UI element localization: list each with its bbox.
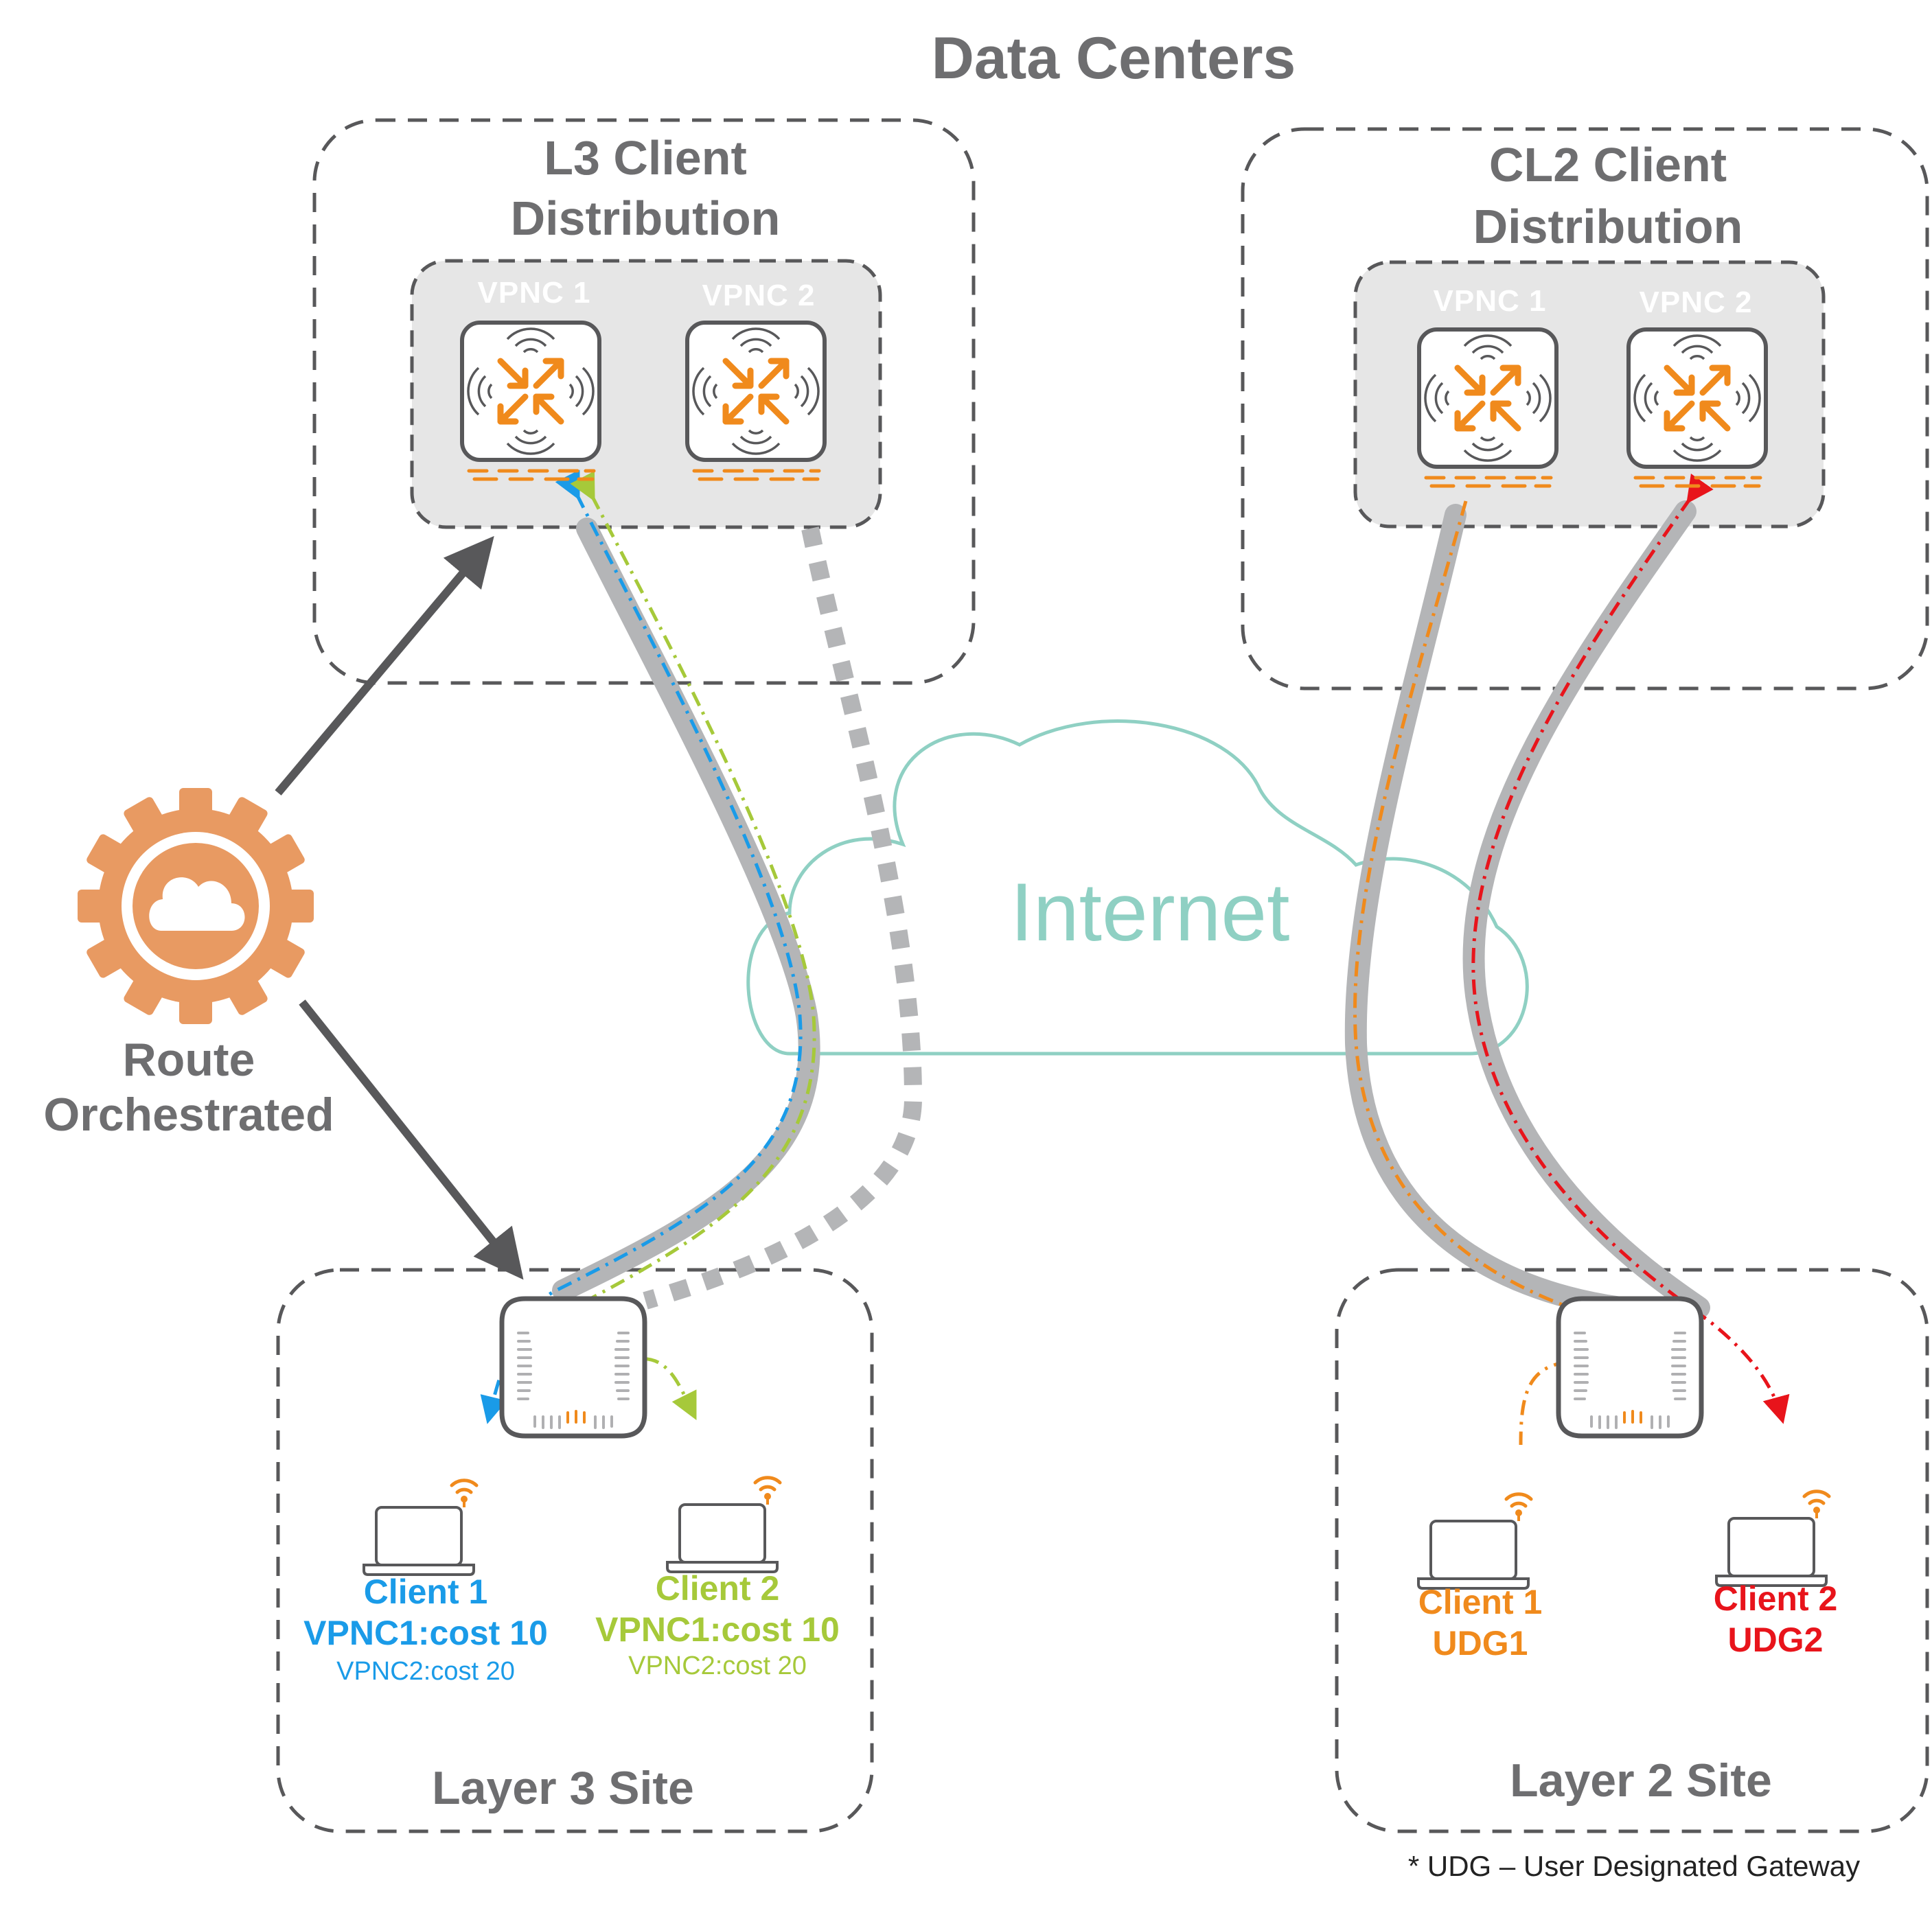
l2-access-point-icon — [1559, 1299, 1701, 1436]
udg-footnote: * UDG – User Designated Gateway — [1407, 1850, 1861, 1882]
internet-label: Internet — [1010, 866, 1290, 958]
l2-client2-laptop-icon — [1716, 1492, 1829, 1586]
cl2-dc-title-line1: CL2 Client — [1488, 138, 1727, 192]
cl2-vpnc2-icon — [1629, 329, 1766, 486]
orchestrator-label-line2: Orchestrated — [43, 1089, 334, 1141]
l3-client1-laptop-icon — [364, 1481, 476, 1575]
l3-client2-name: Client 2 — [655, 1569, 780, 1608]
gear-cloud-icon — [78, 788, 314, 1024]
l3-vpnc1-icon — [462, 323, 599, 479]
l2-client1-laptop-icon — [1418, 1494, 1531, 1588]
orchestrator-arrow-to-site — [299, 999, 524, 1280]
l2-client2-name: Client 2 — [1713, 1579, 1838, 1618]
cl2-vpnc1-label: VPNC 1 — [1433, 284, 1547, 318]
l3-dc-title-line1: L3 Client — [544, 131, 747, 185]
l3-vpnc2-label: VPNC 2 — [702, 279, 816, 312]
l2-client1-gateway: UDG1 — [1432, 1624, 1528, 1662]
l3-client1-secondary-cost: VPNC2:cost 20 — [336, 1657, 515, 1686]
client2-flow-path — [570, 471, 816, 1420]
page-title: Data Centers — [931, 25, 1296, 91]
udg2-flow-path — [1471, 473, 1790, 1424]
l3-client2-primary-cost: VPNC1:cost 10 — [595, 1610, 840, 1649]
orchestrator-label-line1: Route — [122, 1034, 255, 1086]
cl2-dc-container — [1241, 127, 1929, 691]
l3-access-point-icon — [502, 1299, 645, 1436]
cl2-vpnc1-icon — [1419, 329, 1556, 486]
l3-site-title: Layer 3 Site — [432, 1762, 694, 1814]
l2-client2-gateway: UDG2 — [1727, 1621, 1824, 1659]
cl2-dc-title-line2: Distribution — [1473, 200, 1743, 253]
l3-vpnc2-icon — [687, 323, 825, 479]
l3-vpnc1-label: VPNC 1 — [477, 276, 591, 310]
l3-client1-name: Client 1 — [363, 1573, 488, 1611]
orchestrator-arrow-to-dc — [275, 535, 494, 796]
l2-site-title: Layer 2 Site — [1510, 1754, 1772, 1807]
l3-client2-laptop-icon — [667, 1478, 780, 1572]
l3-client1-primary-cost: VPNC1:cost 10 — [303, 1614, 548, 1652]
internet-cloud — [746, 719, 1529, 1056]
l2-client1-name: Client 1 — [1418, 1583, 1543, 1621]
l3-client2-secondary-cost: VPNC2:cost 20 — [628, 1651, 807, 1680]
l3-tunnel-vpnc2-backup — [643, 526, 923, 1310]
l3-tunnel-vpnc1 — [552, 518, 820, 1301]
l3-dc-title-line2: Distribution — [510, 192, 781, 245]
cl2-vpnc2-label: VPNC 2 — [1639, 286, 1753, 319]
udg1-flow-path — [1353, 500, 1612, 1446]
cl2-tunnel-vpnc2 — [1462, 500, 1710, 1319]
